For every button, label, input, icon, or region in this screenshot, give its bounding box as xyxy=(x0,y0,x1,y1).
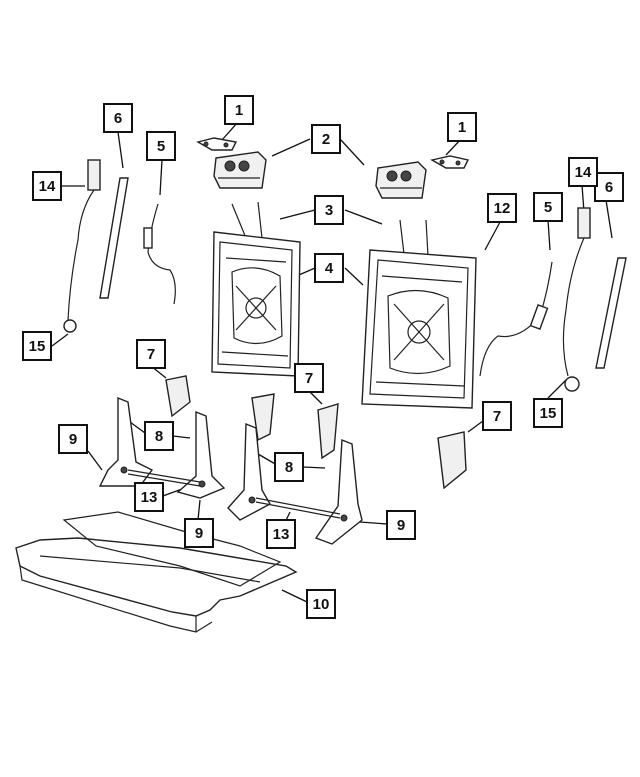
callout-6-right[interactable]: 6 xyxy=(594,172,624,202)
leader-lines xyxy=(51,121,613,603)
part-6-left xyxy=(99,177,129,299)
part-14-left-handle xyxy=(67,159,101,321)
callout-2[interactable]: 2 xyxy=(311,124,341,154)
part-6-right xyxy=(595,257,627,369)
callout-14-left[interactable]: 14 xyxy=(32,171,62,201)
callout-7-right[interactable]: 7 xyxy=(482,401,512,431)
part-15-right-grommet xyxy=(564,376,580,392)
part-7-left xyxy=(165,375,191,418)
callout-9-left[interactable]: 9 xyxy=(58,424,88,454)
part-9-hinge-right xyxy=(314,438,363,545)
callout-10[interactable]: 10 xyxy=(306,589,336,619)
callout-15-right[interactable]: 15 xyxy=(533,398,563,428)
callout-8-right[interactable]: 8 xyxy=(274,452,304,482)
callout-6-left[interactable]: 6 xyxy=(103,103,133,133)
callout-5-left[interactable]: 5 xyxy=(146,131,176,161)
callout-7-center[interactable]: 7 xyxy=(294,363,324,393)
part-2-left xyxy=(213,151,267,189)
part-1-right xyxy=(430,155,470,169)
part-1-left xyxy=(196,137,238,151)
part-8-hinge-right xyxy=(227,422,271,521)
part-8-hinge-left xyxy=(176,410,226,499)
callout-1-left[interactable]: 1 xyxy=(224,95,254,125)
callout-1-right[interactable]: 1 xyxy=(447,112,477,142)
part-7-right xyxy=(437,431,467,490)
callout-12[interactable]: 12 xyxy=(487,193,517,223)
part-3-rods xyxy=(231,201,429,257)
callout-9-center[interactable]: 9 xyxy=(184,518,214,548)
callout-14-right[interactable]: 14 xyxy=(568,157,598,187)
callout-5-right[interactable]: 5 xyxy=(533,192,563,222)
part-7-mid xyxy=(317,403,339,460)
part-4-right-frame xyxy=(361,249,477,409)
callout-3[interactable]: 3 xyxy=(314,195,344,225)
part-7-center xyxy=(251,393,275,442)
part-15-left-grommet xyxy=(63,319,77,333)
part-5-right-cable xyxy=(479,261,553,377)
part-4-left-frame xyxy=(211,231,301,377)
callout-13-right[interactable]: 13 xyxy=(266,519,296,549)
part-2-right xyxy=(375,161,427,199)
callout-8-left[interactable]: 8 xyxy=(144,421,174,451)
callout-9-right[interactable]: 9 xyxy=(386,510,416,540)
callout-4[interactable]: 4 xyxy=(314,253,344,283)
callout-7-left[interactable]: 7 xyxy=(136,339,166,369)
part-13-tubes xyxy=(127,469,341,519)
part-10-cushion-pan xyxy=(15,511,298,633)
callout-13-left[interactable]: 13 xyxy=(134,482,164,512)
part-5-left-cable xyxy=(143,203,176,305)
callout-15-left[interactable]: 15 xyxy=(22,331,52,361)
part-14-right-handle xyxy=(562,207,591,377)
